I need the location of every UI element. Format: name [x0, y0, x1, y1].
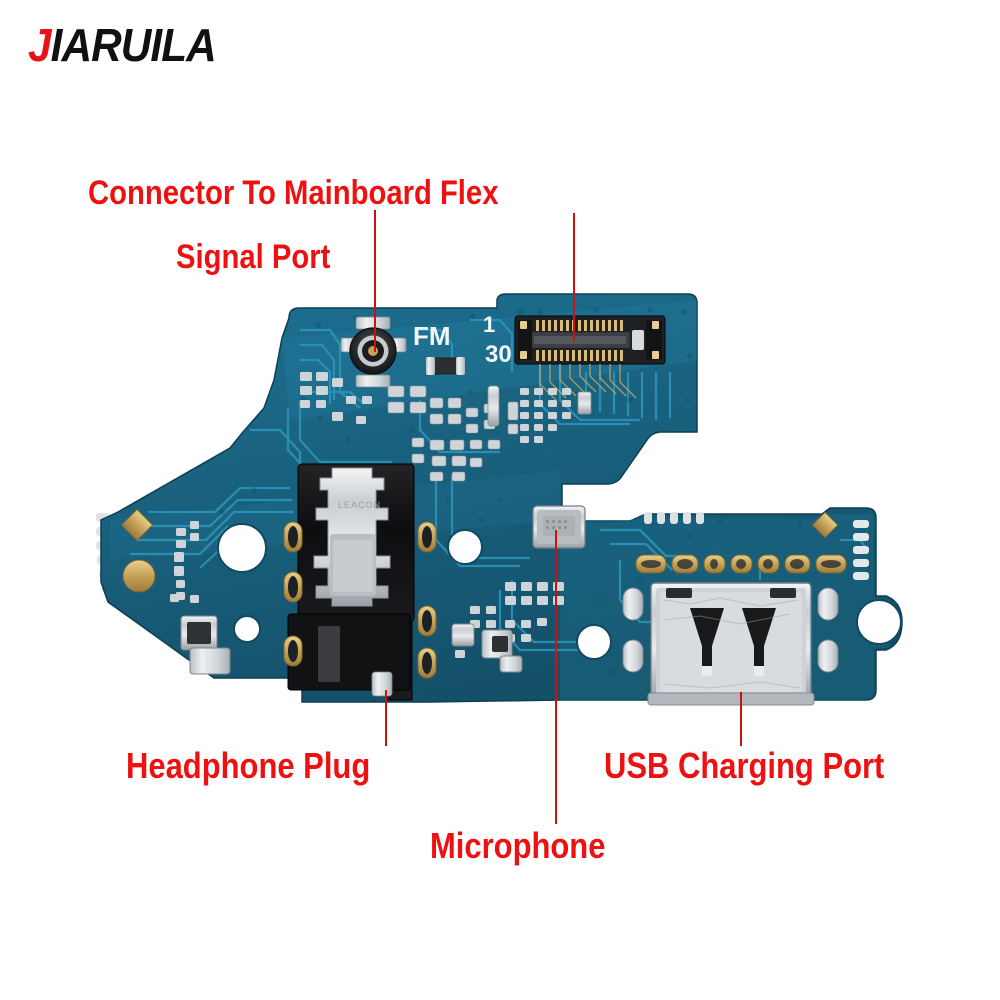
- microphone-component: [532, 505, 586, 549]
- leader-line-connector-flex: [573, 213, 575, 341]
- leader-line-usb-port: [740, 692, 742, 746]
- leader-line-signal-port: [374, 210, 376, 352]
- silkscreen-fm: FM: [413, 321, 451, 351]
- label-usb-charging-port: USB Charging Port: [604, 745, 885, 786]
- leader-line-headphone-plug: [385, 690, 387, 746]
- usb-pad-row: [635, 554, 847, 574]
- usb-side-pads: [622, 587, 839, 673]
- headphone-jack: LEACON: [287, 463, 415, 701]
- silkscreen-pin1: 1: [483, 312, 495, 337]
- silver-smd-left: [180, 615, 231, 675]
- rf-coax-connector: [340, 316, 407, 388]
- smd-component-cluster: [300, 372, 592, 482]
- brand-logo-text: IARUILA: [50, 19, 217, 71]
- jack-solder-pads: [283, 521, 437, 679]
- fpc-pins: [536, 320, 623, 361]
- smd-capacitor: [426, 357, 465, 375]
- gold-round-pad-left: [122, 559, 156, 593]
- label-signal-port: Signal Port: [176, 238, 331, 276]
- gold-test-pad-left: [120, 508, 154, 542]
- smd-lower-cluster: [451, 582, 564, 673]
- label-headphone-plug: Headphone Plug: [126, 745, 371, 786]
- usb-top-castellations: [644, 512, 704, 524]
- brand-logo: JIARUILA: [28, 19, 217, 71]
- silkscreen-pin30: 30: [485, 341, 512, 368]
- mounting-holes: [217, 523, 902, 660]
- svg-text:LEACON: LEACON: [338, 500, 381, 510]
- smd-left-cluster: [170, 521, 231, 675]
- label-microphone: Microphone: [430, 825, 606, 866]
- label-connector-to-mainboard-flex: Connector To Mainboard Flex: [88, 174, 499, 212]
- leader-line-microphone: [555, 530, 557, 824]
- fpc-connector-30pin: [514, 315, 666, 401]
- usb-charging-port: [622, 554, 847, 706]
- gold-test-pad-right: [811, 511, 839, 539]
- brand-logo-initial: J: [28, 19, 52, 71]
- right-edge-castellations: [853, 520, 869, 580]
